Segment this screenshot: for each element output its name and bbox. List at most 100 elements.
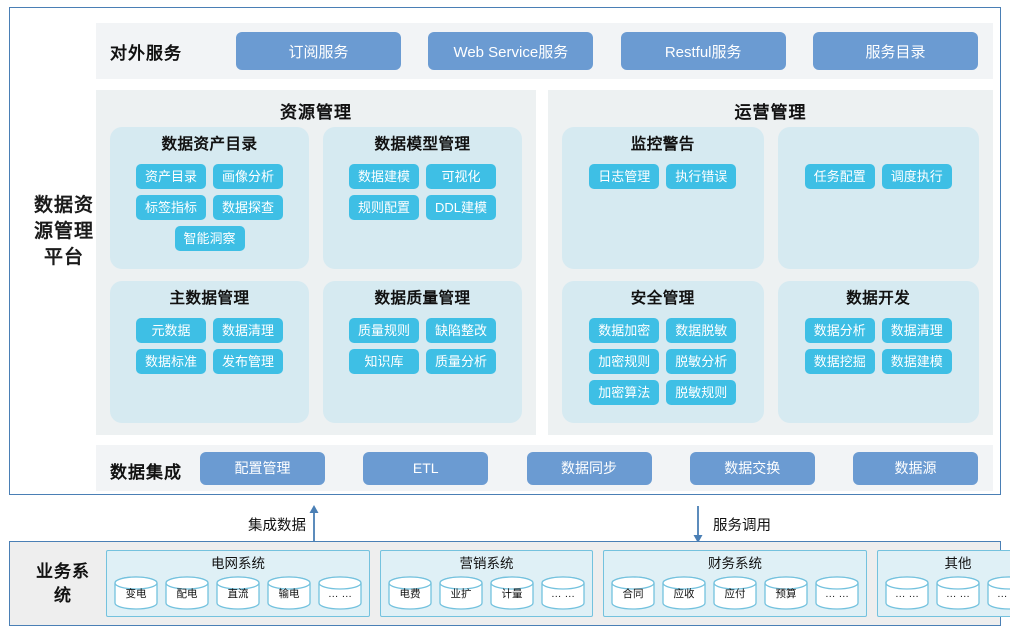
connector-integrate-data: 集成数据 <box>248 504 322 544</box>
database-label: 业扩 <box>450 588 472 600</box>
chip-item[interactable]: 标签指标 <box>136 195 206 220</box>
chip-item[interactable]: 规则配置 <box>349 195 419 220</box>
database-label: 电费 <box>399 588 421 600</box>
chip-group: 数据建模 可视化 规则配置 DDL建模 <box>333 164 512 220</box>
external-service-button-1[interactable]: Web Service服务 <box>428 32 594 70</box>
card-master-data-management[interactable]: 主数据管理 元数据 数据清理 数据标准 发布管理 <box>110 281 309 423</box>
connector-label: 服务调用 <box>713 517 771 534</box>
biz-group-others[interactable]: 其他 … … … … … … <box>877 550 1010 617</box>
database-icon[interactable]: 电费 <box>387 575 433 611</box>
external-service-button-3[interactable]: 服务目录 <box>812 32 978 70</box>
chip-item[interactable]: 脱敏规则 <box>666 380 737 405</box>
database-icon[interactable]: … … <box>884 575 930 611</box>
database-icon[interactable]: … … <box>814 575 860 611</box>
database-label: … … <box>551 588 575 600</box>
chip-item[interactable]: DDL建模 <box>426 195 496 220</box>
database-icon[interactable]: … … <box>986 575 1010 611</box>
chip-item[interactable]: 数据清理 <box>213 318 283 343</box>
chip-group: 元数据 数据清理 数据标准 发布管理 <box>120 318 299 374</box>
chip-item[interactable]: 日志管理 <box>589 164 660 189</box>
database-label: … … <box>328 588 352 600</box>
card-data-development[interactable]: 数据开发 数据分析 数据清理 数据挖掘 数据建模 <box>777 281 979 423</box>
data-resource-platform-frame: 数据资源管理平台 对外服务 订阅服务 Web Service服务 Restful… <box>9 7 1001 495</box>
database-label: … … <box>895 588 919 600</box>
database-icon[interactable]: 预算 <box>763 575 809 611</box>
chip-item[interactable]: 智能洞察 <box>174 226 245 251</box>
biz-group-finance[interactable]: 财务系统 合同 应收 应付 <box>603 550 867 617</box>
database-label: 直流 <box>227 588 249 600</box>
external-service-button-2[interactable]: Restful服务 <box>620 32 786 70</box>
card-title: 主数据管理 <box>169 290 250 307</box>
chip-item[interactable]: 资产目录 <box>136 164 206 189</box>
card-data-model-management[interactable]: 数据模型管理 数据建模 可视化 规则配置 DDL建模 <box>323 127 522 269</box>
chip-item[interactable]: 执行错误 <box>666 164 737 189</box>
chip-item[interactable]: 数据挖掘 <box>804 349 875 374</box>
chip-group: 数据分析 数据清理 数据挖掘 数据建模 <box>788 318 970 374</box>
chip-group: 资产目录 画像分析 标签指标 数据探查 智能洞察 <box>120 164 299 251</box>
database-icon[interactable]: 业扩 <box>438 575 484 611</box>
data-integration-buttons: 配置管理 ETL 数据同步 数据交换 数据源 <box>200 451 978 485</box>
chip-item[interactable]: 任务配置 <box>804 164 875 189</box>
chip-item[interactable]: 画像分析 <box>213 164 283 189</box>
database-label: 合同 <box>622 588 644 600</box>
db-row: 合同 应收 应付 预算 <box>610 575 860 611</box>
arrow-down-icon <box>693 506 703 543</box>
panel-resource-management: 资源管理 数据资产目录 资产目录 画像分析 标签指标 数据探查 智能洞察 数据模… <box>96 90 536 435</box>
biz-group-power-grid[interactable]: 电网系统 变电 配电 直流 <box>106 550 370 617</box>
database-label: 配电 <box>176 588 198 600</box>
chip-item[interactable]: 数据清理 <box>881 318 952 343</box>
card-monitoring-alerts[interactable]: 监控警告 日志管理 执行错误 <box>562 127 764 269</box>
business-systems-title: 业务系统 <box>36 562 90 605</box>
biz-group-title: 其他 <box>944 556 972 571</box>
card-security-management[interactable]: 安全管理 数据加密 数据脱敏 加密规则 脱敏分析 加密算法 脱敏规则 <box>562 281 764 423</box>
database-icon[interactable]: … … <box>317 575 363 611</box>
database-icon[interactable]: 输电 <box>266 575 312 611</box>
database-icon[interactable]: 合同 <box>610 575 656 611</box>
chip-item[interactable]: 数据标准 <box>136 349 206 374</box>
database-icon[interactable]: 配电 <box>164 575 210 611</box>
integration-button-4[interactable]: 数据源 <box>853 451 978 485</box>
chip-item[interactable]: 数据脱敏 <box>666 318 737 343</box>
database-icon[interactable]: … … <box>540 575 586 611</box>
database-label: 应收 <box>673 588 695 600</box>
external-service-button-0[interactable]: 订阅服务 <box>236 32 401 70</box>
integration-button-1[interactable]: ETL <box>363 451 489 485</box>
external-services-label: 对外服务 <box>110 44 182 63</box>
chip-item[interactable]: 数据加密 <box>589 318 660 343</box>
chip-item[interactable]: 调度执行 <box>881 164 952 189</box>
biz-group-marketing[interactable]: 营销系统 电费 业扩 计量 <box>380 550 593 617</box>
card-title: 数据开发 <box>846 290 911 307</box>
database-label: 计量 <box>501 588 523 600</box>
biz-group-title: 营销系统 <box>459 556 514 571</box>
database-label: 应付 <box>724 588 746 600</box>
integration-button-2[interactable]: 数据同步 <box>526 451 652 485</box>
integration-button-3[interactable]: 数据交换 <box>689 451 815 485</box>
chip-item[interactable]: 可视化 <box>426 164 496 189</box>
chip-item[interactable]: 质量分析 <box>426 349 496 374</box>
chip-item[interactable]: 数据建模 <box>349 164 419 189</box>
card-task-scheduling[interactable]: 任务配置 调度执行 <box>777 127 979 269</box>
database-icon[interactable]: … … <box>935 575 981 611</box>
chip-item[interactable]: 脱敏分析 <box>666 349 737 374</box>
database-icon[interactable]: 直流 <box>215 575 261 611</box>
database-icon[interactable]: 变电 <box>113 575 159 611</box>
chip-item[interactable]: 元数据 <box>136 318 206 343</box>
card-data-quality-management[interactable]: 数据质量管理 质量规则 缺陷整改 知识库 质量分析 <box>323 281 522 423</box>
chip-item[interactable]: 发布管理 <box>213 349 283 374</box>
database-icon[interactable]: 应收 <box>661 575 707 611</box>
chip-item[interactable]: 加密规则 <box>589 349 660 374</box>
chip-item[interactable]: 数据探查 <box>213 195 283 220</box>
card-title: 监控警告 <box>630 136 695 153</box>
chip-item[interactable]: 加密算法 <box>589 380 660 405</box>
chip-item[interactable]: 知识库 <box>349 349 419 374</box>
database-icon[interactable]: 应付 <box>712 575 758 611</box>
chip-item[interactable]: 数据建模 <box>881 349 952 374</box>
database-icon[interactable]: 计量 <box>489 575 535 611</box>
chip-item[interactable]: 缺陷整改 <box>426 318 496 343</box>
chip-item[interactable]: 数据分析 <box>804 318 875 343</box>
integration-button-0[interactable]: 配置管理 <box>200 451 325 485</box>
connector-label: 集成数据 <box>248 517 306 534</box>
card-data-asset-catalog[interactable]: 数据资产目录 资产目录 画像分析 标签指标 数据探查 智能洞察 <box>110 127 309 269</box>
chip-item[interactable]: 质量规则 <box>349 318 419 343</box>
